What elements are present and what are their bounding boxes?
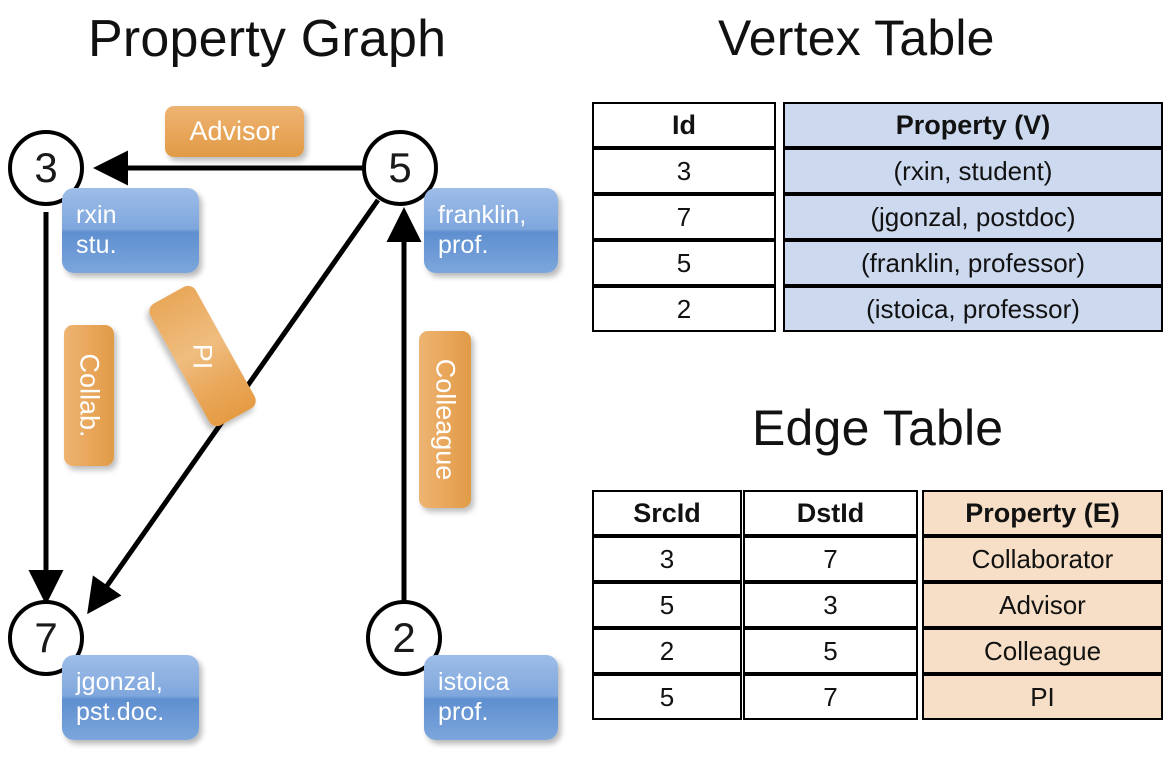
edge-label-collab: Collab.	[64, 325, 114, 466]
edge-row-0-src: 3	[592, 536, 742, 582]
edge-row-1-property: Advisor	[922, 582, 1163, 628]
edge-row-3-property: PI	[922, 674, 1163, 720]
table-header-row: Property (V)	[783, 102, 1163, 148]
table-row[interactable]: 2	[592, 628, 742, 674]
table-row[interactable]: Advisor	[922, 582, 1163, 628]
table-row[interactable]: Colleague	[922, 628, 1163, 674]
node-5-property-callout: franklin, prof.	[424, 188, 558, 273]
edge-row-0-property: Collaborator	[922, 536, 1163, 582]
table-row[interactable]: 5	[592, 582, 742, 628]
edge-header-property: Property (E)	[922, 490, 1163, 536]
node-5-property-line-1: franklin,	[438, 201, 527, 229]
table-row[interactable]: 2	[592, 286, 776, 332]
table-row[interactable]: 5	[592, 240, 776, 286]
node-7-property-line-2: pst.doc.	[76, 698, 165, 726]
table-row[interactable]: (jgonzal, postdoc)	[783, 194, 1163, 240]
edge-row-1-dst: 3	[743, 582, 918, 628]
table-row[interactable]: (franklin, professor)	[783, 240, 1163, 286]
edge-row-3-src: 5	[592, 674, 742, 720]
vertex-row-2-property: (franklin, professor)	[783, 240, 1163, 286]
node-2-property-line-1: istoica	[438, 668, 510, 696]
table-row[interactable]: 3	[592, 148, 776, 194]
edge-table-title: Edge Table	[752, 400, 1004, 456]
node-7-property-line-1: jgonzal,	[76, 668, 163, 696]
vertex-header-property: Property (V)	[783, 102, 1163, 148]
vertex-header-id: Id	[592, 102, 776, 148]
edge-header-srcid: SrcId	[592, 490, 742, 536]
table-header-row: Property (E)	[922, 490, 1163, 536]
table-row[interactable]: 7	[592, 194, 776, 240]
node-5-property-line-2: prof.	[438, 231, 489, 259]
edge-label-colleague: Colleague	[419, 331, 471, 508]
graph-node-5[interactable]: 5	[362, 130, 438, 206]
edge-table-property-column: Property (E) Collaborator Advisor Collea…	[922, 490, 1163, 720]
vertex-row-1-property: (jgonzal, postdoc)	[783, 194, 1163, 240]
table-header-row: DstId	[743, 490, 918, 536]
edge-table-dstid-column: DstId 7 3 5 7	[743, 490, 918, 720]
vertex-row-3-id: 2	[592, 286, 776, 332]
edge-row-0-dst: 7	[743, 536, 918, 582]
edge-row-2-src: 2	[592, 628, 742, 674]
vertex-row-2-id: 5	[592, 240, 776, 286]
node-7-property-callout: jgonzal, pst.doc.	[62, 655, 199, 740]
vertex-row-3-property: (istoica, professor)	[783, 286, 1163, 332]
edge-label-collab-text: Collab.	[74, 353, 105, 438]
table-header-row: Id	[592, 102, 776, 148]
table-row[interactable]: (rxin, student)	[783, 148, 1163, 194]
vertex-row-0-property: (rxin, student)	[783, 148, 1163, 194]
vertex-table-id-column: Id 3 7 5 2	[592, 102, 776, 332]
edge-row-2-dst: 5	[743, 628, 918, 674]
vertex-table-title: Vertex Table	[718, 10, 995, 66]
edge-label-pi-text: PI	[187, 343, 218, 369]
table-header-row: SrcId	[592, 490, 742, 536]
node-2-property-line-2: prof.	[438, 698, 489, 726]
node-2-property-callout: istoica prof.	[424, 655, 558, 740]
edge-header-dstid: DstId	[743, 490, 918, 536]
property-graph-panel: Property Graph 3 5 7 2 rxin stu. frankli…	[8, 10, 558, 740]
edge-label-advisor-text: Advisor	[189, 116, 280, 146]
node-3-property-callout: rxin stu.	[62, 188, 199, 273]
table-row[interactable]: PI	[922, 674, 1163, 720]
edge-row-2-property: Colleague	[922, 628, 1163, 674]
vertex-row-1-id: 7	[592, 194, 776, 240]
table-row[interactable]: 5	[743, 628, 918, 674]
table-row[interactable]: (istoica, professor)	[783, 286, 1163, 332]
edge-label-advisor: Advisor	[165, 106, 304, 157]
edge-label-colleague-text: Colleague	[430, 358, 461, 481]
vertex-table-property-column: Property (V) (rxin, student) (jgonzal, p…	[783, 102, 1163, 332]
edge-table-srcid-column: SrcId 3 5 2 5	[592, 490, 742, 720]
table-row[interactable]: 5	[592, 674, 742, 720]
node-3-property-line-1: rxin	[76, 201, 117, 229]
table-row[interactable]: 7	[743, 536, 918, 582]
table-row[interactable]: 3	[592, 536, 742, 582]
table-row[interactable]: Collaborator	[922, 536, 1163, 582]
table-row[interactable]: 3	[743, 582, 918, 628]
tables-panel: Vertex Table Id 3 7 5 2 Property (V)	[585, 0, 1170, 760]
table-row[interactable]: 7	[743, 674, 918, 720]
vertex-row-0-id: 3	[592, 148, 776, 194]
node-3-property-line-2: stu.	[76, 231, 117, 259]
edge-row-1-src: 5	[592, 582, 742, 628]
graph-node-2[interactable]: 2	[366, 600, 442, 676]
page-title-property-graph: Property Graph	[88, 10, 447, 68]
edge-row-3-dst: 7	[743, 674, 918, 720]
